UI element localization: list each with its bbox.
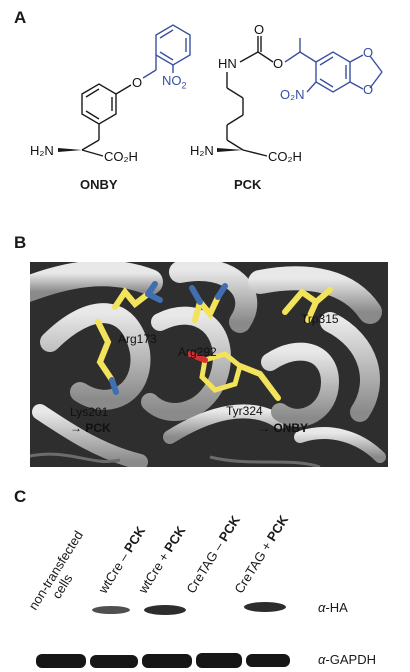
- arrow-to-onby: → ONBY: [258, 421, 309, 435]
- gapdh-band-lane-3: [142, 654, 192, 668]
- pck-dioxole-oxygen-bottom: O: [363, 82, 374, 97]
- ha-band-lane-2: [92, 606, 130, 614]
- pck-name: PCK: [234, 177, 262, 192]
- lane-label-cretag-plus-pck: CreTAG + PCK: [231, 512, 292, 596]
- blot-label-ha: α-HA: [318, 600, 348, 615]
- ha-band-lane-5: [244, 602, 286, 612]
- panel-b-letter: B: [14, 233, 27, 252]
- onby-amine: H₂N: [30, 143, 54, 158]
- gapdh-band-lane-4: [196, 653, 242, 668]
- pck-acid: CO₂H: [268, 149, 302, 164]
- pck-carbonyl-oxygen: O: [254, 22, 265, 37]
- arrow-to-pck: → PCK: [70, 421, 111, 435]
- pck-hn: HN: [218, 56, 237, 71]
- residue-arg292: Arg292: [178, 345, 217, 359]
- panel-a-letter: A: [14, 8, 27, 27]
- onby-oxygen: O: [132, 75, 143, 90]
- ha-band-lane-3: [144, 605, 186, 615]
- blot-label-gapdh: α-GAPDH: [318, 652, 376, 667]
- onby-structure: [58, 24, 191, 157]
- panel-c-letter: C: [14, 487, 27, 506]
- gapdh-band-lane-1: [36, 654, 86, 668]
- residue-lys201: Lys201: [70, 405, 109, 419]
- pck-dioxole-oxygen-top: O: [363, 45, 374, 60]
- gapdh-band-lane-5: [246, 654, 290, 667]
- protein-structure-render: [30, 262, 388, 467]
- residue-arg173: Arg173: [118, 332, 157, 346]
- pck-ester-oxygen: O: [273, 56, 284, 71]
- gapdh-band-lane-2: [90, 655, 138, 668]
- onby-name: ONBY: [80, 177, 118, 192]
- residue-tyr324: Tyr324: [226, 404, 263, 418]
- onby-acid: CO₂H: [104, 149, 138, 164]
- residue-trp315: Trp315: [301, 312, 339, 326]
- pck-structure: [217, 36, 383, 157]
- pck-nitro-group: O₂N: [280, 87, 305, 102]
- pck-amine: H₂N: [190, 143, 214, 158]
- protein-ribbons: [30, 262, 386, 467]
- onby-nitro-group: NO2: [162, 73, 187, 91]
